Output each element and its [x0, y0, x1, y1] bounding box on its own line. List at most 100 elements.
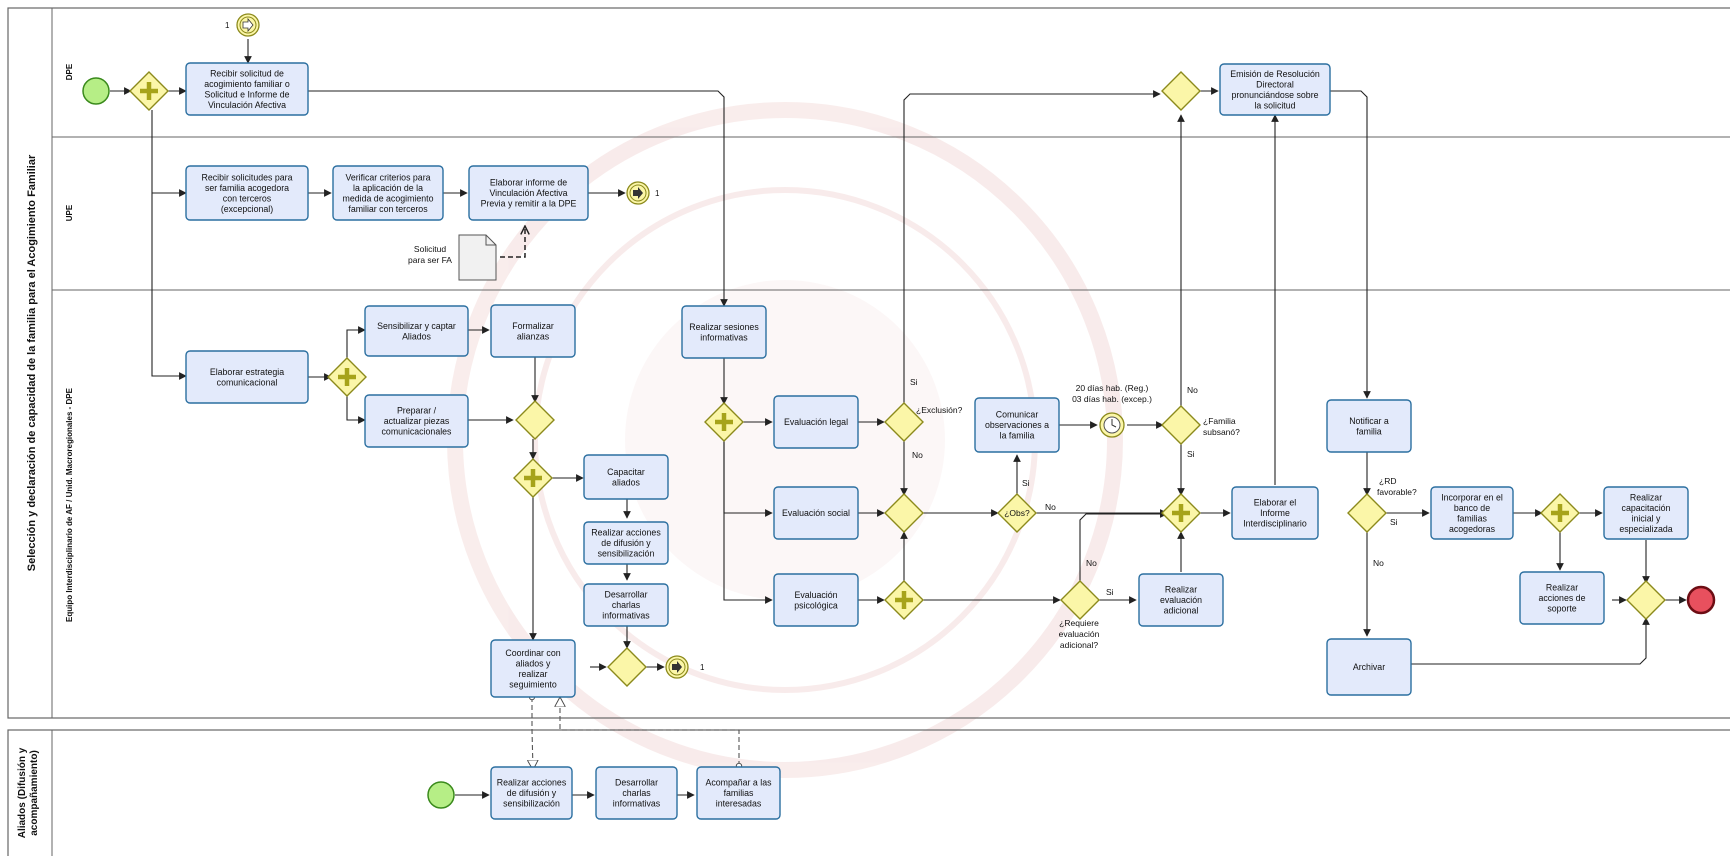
task-label: interesadas	[716, 799, 762, 809]
label-si-obs: Si	[1022, 478, 1030, 488]
gateway-requiere	[1060, 580, 1100, 620]
task-label: Realizar acciones	[591, 528, 661, 538]
obs-question: ¿Obs?	[1004, 508, 1030, 518]
task-label: Verificar criterios para	[345, 172, 430, 182]
task-label: con terceros	[223, 193, 272, 203]
task-label: Solicitud e Informe de	[204, 89, 289, 99]
task-label: Acompañar a las	[705, 778, 772, 788]
task-label: Evaluación social	[782, 508, 850, 518]
pool2-title-line2: acompañamiento)	[29, 750, 40, 836]
data-object-solicitud: Solicitud para ser FA	[408, 234, 497, 281]
task-label: charlas	[612, 600, 641, 610]
pool-aliados: Aliados (Difusión y acompañamiento)	[7, 729, 1730, 856]
task-label: psicológica	[794, 600, 838, 610]
task-label: familias	[724, 788, 754, 798]
start-event-aliados	[427, 781, 455, 809]
task-label: informativas	[602, 611, 650, 621]
gateway-merge-final	[1626, 580, 1666, 620]
task-label: Realizar	[1630, 492, 1662, 502]
gateway-parallel-evaluaciones	[704, 402, 744, 442]
task-label: Notificar a	[1349, 416, 1389, 426]
task-label: comunicacional	[217, 377, 278, 387]
familia-question-2: subsanó?	[1203, 427, 1240, 437]
gateway-rd-favorable	[1347, 493, 1387, 533]
requiere-question-2: evaluación	[1059, 629, 1100, 639]
task-label: Interdisciplinario	[1243, 519, 1307, 529]
doc-label-2: para ser FA	[408, 255, 452, 265]
task-label: acogimiento familiar o	[204, 79, 290, 89]
task-label: seguimiento	[509, 679, 557, 689]
timer-label-1: 20 días hab. (Reg.)	[1076, 383, 1149, 393]
task-label: Incorporar en el	[1441, 492, 1503, 502]
task-label: la familia	[1000, 431, 1035, 441]
requiere-question-1: ¿Requiere	[1059, 618, 1099, 628]
timer-event: 20 días hab. (Reg.) 03 días hab. (excep.…	[1072, 383, 1152, 438]
gateways: ¿Obs?	[129, 71, 1666, 687]
task-label: familias	[1457, 513, 1487, 523]
gateway-merge-piezas	[515, 400, 555, 440]
lane-label-upe: UPE	[65, 204, 74, 221]
label-no-familia: No	[1187, 385, 1198, 395]
task-label: comunicacionales	[382, 427, 453, 437]
gateway-exclusion	[884, 402, 924, 442]
gateway-parallel-psico	[884, 580, 924, 620]
link-throw-event-equipo: 1	[665, 655, 705, 679]
label-no-exclusion: No	[912, 450, 923, 460]
task-label: de difusión y	[601, 538, 651, 548]
task-label: informativas	[613, 799, 661, 809]
link-num-equipo: 1	[700, 663, 705, 672]
gateway-familia-subsano	[1161, 405, 1201, 445]
link-throw-event-upe: 1	[626, 181, 660, 205]
task-label: Archivar	[1353, 662, 1385, 672]
task-label: medida de acogimiento	[343, 193, 434, 203]
task-label: evaluación	[1160, 595, 1202, 605]
task-label: aliados y	[516, 658, 551, 668]
gateway-parallel-aliados	[513, 458, 553, 498]
task-eval-legal: Evaluación legal	[773, 395, 859, 449]
task-label: Vinculación Afectiva	[489, 188, 567, 198]
exclusion-question: ¿Exclusión?	[916, 405, 963, 415]
task-emision-rd: Emisión de ResoluciónDirectoralpronunciá…	[1219, 63, 1331, 116]
task-label: de difusión y	[507, 788, 557, 798]
task-label: Desarrollar	[604, 590, 647, 600]
message-flows	[500, 226, 739, 770]
task-label: Elaborar el	[1254, 498, 1297, 508]
gateway-parallel-join	[1161, 493, 1201, 533]
task-label: Elaborar estrategia	[210, 367, 284, 377]
label-no-rd: No	[1373, 558, 1384, 568]
label-si-exclusion: Si	[910, 377, 918, 387]
label-no-requiere: No	[1086, 558, 1097, 568]
task-label: observaciones a	[985, 420, 1049, 430]
task-label: la solicitud	[1254, 100, 1295, 110]
label-si-familia: Si	[1187, 449, 1195, 459]
task-label: capacitación	[1622, 503, 1671, 513]
task-label: Evaluación legal	[784, 417, 848, 427]
label-si-rd: Si	[1390, 517, 1398, 527]
task-label: realizar	[519, 669, 548, 679]
task-label: alianzas	[517, 331, 550, 341]
pool-title: Selección y declaración de capacidad de …	[26, 154, 38, 571]
task-eval-social: Evaluación social	[773, 486, 859, 540]
task-label: ser familia acogedora	[205, 183, 289, 193]
lane-label-dpe: DPE	[65, 63, 74, 80]
task-label: Capacitar	[607, 467, 645, 477]
task-label: Realizar acciones	[497, 778, 567, 788]
task-label: Sensibilizar y captar	[377, 321, 456, 331]
task-archivar: Archivar	[1326, 638, 1412, 696]
task-label: actualizar piezas	[384, 416, 450, 426]
gateway-merge-charlas	[607, 647, 647, 687]
task-label: Preparar /	[397, 406, 437, 416]
